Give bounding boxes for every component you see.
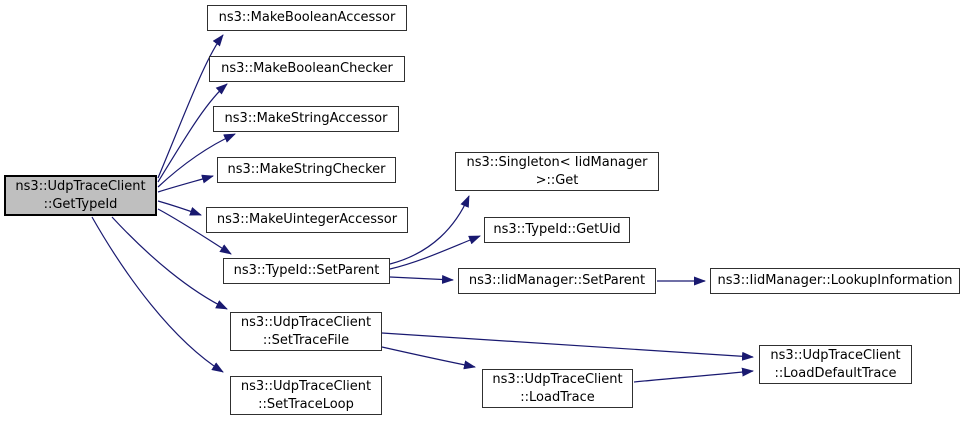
node-label-line: ns3::IidManager::SetParent [468, 273, 646, 288]
graph-node-lookupinformation[interactable]: ns3::IidManager::LookupInformation [710, 268, 960, 294]
node-label-line: ::LoadDefaultTrace [774, 365, 897, 381]
node-label-line: ns3::TypeId::GetUid [493, 222, 621, 237]
graph-node-singleton-get[interactable]: ns3::Singleton< IidManager>::Get [455, 152, 659, 191]
graph-node-gettypeid: ns3::UdpTraceClient::GetTypeId [4, 175, 157, 216]
graph-node-iidmanager-setparent[interactable]: ns3::IidManager::SetParent [458, 268, 656, 294]
node-label-line: ns3::TypeId::SetParent [233, 263, 380, 278]
node-label-line: ns3::Singleton< IidManager [466, 154, 648, 170]
node-label-line: ::SetTraceFile [262, 332, 350, 348]
graph-node-settracefile[interactable]: ns3::UdpTraceClient::SetTraceFile [230, 312, 382, 351]
graph-node-makestringchecker[interactable]: ns3::MakeStringChecker [217, 157, 396, 183]
node-label-line: ns3::MakeUintegerAccessor [216, 212, 398, 227]
node-label-line: ::SetTraceLoop [258, 396, 354, 412]
node-label-line: ::LoadTrace [520, 389, 595, 405]
node-label-line: ns3::MakeStringAccessor [224, 111, 388, 126]
edge-typeid-setparent-to-typeid-getuid [389, 235, 481, 270]
edge-typeid-setparent-to-iidmanager-setparent [389, 275, 454, 284]
node-label-line: ns3::MakeBooleanAccessor [218, 10, 396, 25]
node-label-line: ns3::UdpTraceClient [492, 371, 623, 387]
node-label-line: ns3::UdpTraceClient [15, 178, 146, 194]
graph-node-loadtrace[interactable]: ns3::UdpTraceClient::LoadTrace [482, 369, 633, 408]
node-label-line: ns3::MakeStringChecker [227, 162, 386, 177]
edge-settracefile-to-loadtrace [381, 346, 476, 370]
node-label-line: ns3::UdpTraceClient [240, 378, 372, 394]
edge-gettypeid-to-makestringchecker [157, 174, 214, 193]
graph-node-makebooleanchecker[interactable]: ns3::MakeBooleanChecker [209, 56, 405, 82]
edge-gettypeid-to-makeuintegeraccessor [157, 200, 202, 216]
node-label-line: ns3::UdpTraceClient [770, 347, 901, 363]
edge-gettypeid-to-settraceloop [91, 216, 224, 373]
edge-settracefile-to-loaddefaulttrace [381, 332, 754, 361]
edge-loadtrace-to-loaddefaulttrace [633, 367, 754, 383]
node-label-line: ns3::IidManager::LookupInformation [717, 273, 953, 288]
graph-node-typeid-getuid[interactable]: ns3::TypeId::GetUid [484, 217, 630, 243]
node-label-line: >::Get [535, 172, 579, 188]
graph-node-makestringaccessor[interactable]: ns3::MakeStringAccessor [213, 106, 399, 132]
graph-node-typeid-setparent[interactable]: ns3::TypeId::SetParent [223, 258, 390, 284]
graph-node-loaddefaulttrace[interactable]: ns3::UdpTraceClient::LoadDefaultTrace [759, 345, 912, 384]
graph-node-makeuintegeraccessor[interactable]: ns3::MakeUintegerAccessor [206, 207, 408, 233]
node-label-line: ns3::MakeBooleanChecker [221, 61, 393, 76]
node-label-line: ns3::UdpTraceClient [240, 314, 372, 330]
node-label-line: ::GetTypeId [43, 196, 118, 212]
graph-node-makebooleanaccessor[interactable]: ns3::MakeBooleanAccessor [207, 5, 407, 31]
graph-node-settraceloop[interactable]: ns3::UdpTraceClient::SetTraceLoop [230, 376, 382, 415]
